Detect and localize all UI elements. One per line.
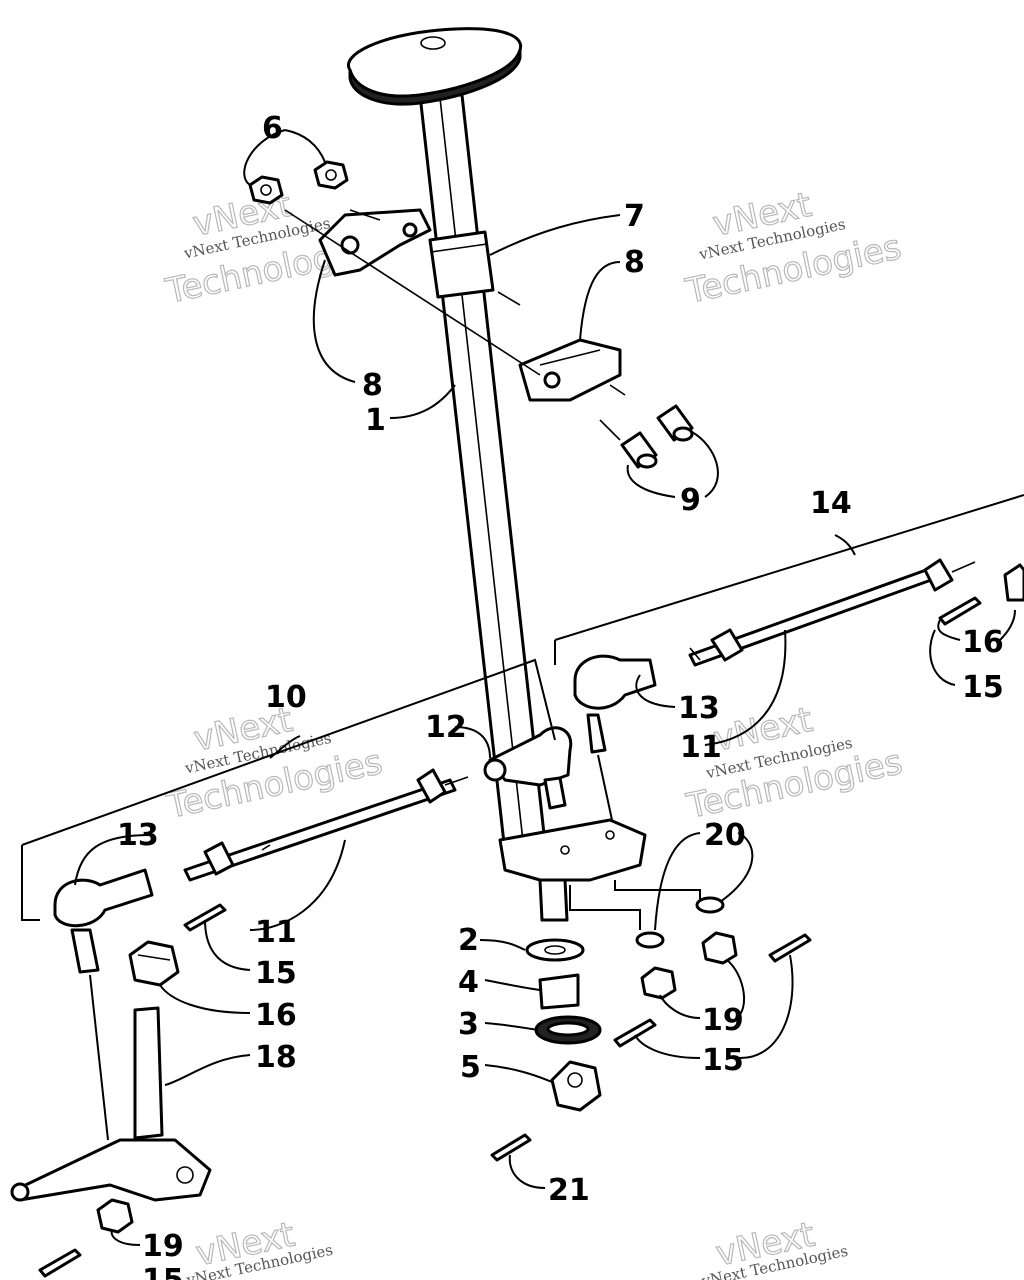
callout-15-bottom: 15 (142, 1263, 184, 1280)
cotter-pin-15b (938, 596, 982, 626)
callout-19-center: 19 (702, 1003, 744, 1038)
spacer-9a (656, 404, 694, 442)
callout-15-center: 15 (702, 1043, 744, 1078)
right-tie-rod (573, 558, 976, 754)
callout-19-left: 19 (142, 1229, 184, 1264)
cotter-pin-15a (183, 903, 227, 932)
cotter-pin-15d (768, 933, 812, 963)
washer-2 (525, 938, 585, 962)
bushing-4 (538, 973, 580, 1010)
callout-16-right: 16 (962, 625, 1004, 660)
bracket-lines (21, 494, 1024, 1141)
nut-6a (248, 175, 284, 205)
nut-19c (96, 1198, 134, 1234)
callout-3: 3 (458, 1007, 479, 1042)
spindle-18 (10, 1006, 212, 1202)
watermark-bottom-right: vNext vNext Technologies (699, 1214, 849, 1280)
callout-8-right: 8 (624, 245, 645, 280)
cotter-pin-15c (613, 1018, 657, 1048)
callout-14: 14 (810, 486, 852, 521)
upper-clamp (318, 208, 432, 277)
castle-nut-16b (1003, 563, 1024, 602)
watermark-bottom-left: vNext vNext Technologies (184, 1214, 334, 1280)
callout-9: 9 (680, 483, 701, 518)
callout-13-left: 13 (117, 818, 159, 853)
leader-lines (74, 129, 1016, 1246)
callout-15-left: 15 (255, 956, 297, 991)
callout-10: 10 (265, 680, 307, 715)
callout-4: 4 (458, 965, 479, 1000)
lower-clamp (518, 338, 622, 402)
pitman-arm (498, 818, 647, 922)
callout-1: 1 (365, 403, 386, 438)
callout-21: 21 (548, 1173, 590, 1208)
callout-18: 18 (255, 1040, 297, 1075)
left-tie-rod (53, 768, 469, 974)
castle-nut-16a (128, 940, 180, 987)
callout-15-right: 15 (962, 670, 1004, 705)
watermark-top-right: vNext Technologies vNext Technologies (681, 184, 905, 312)
callout-labels: 1 2 3 4 5 6 7 8 8 9 10 11 11 12 13 13 14… (117, 111, 1004, 1280)
callout-7: 7 (624, 199, 645, 234)
callout-12: 12 (425, 710, 467, 745)
callout-16-left: 16 (255, 998, 297, 1033)
washer-20a (635, 931, 665, 949)
callout-5: 5 (460, 1050, 481, 1085)
cotter-pin-15e (38, 1248, 82, 1278)
nut-19b (701, 931, 738, 965)
callout-13-right: 13 (678, 691, 720, 726)
tie-rod-end-12 (483, 726, 573, 810)
locknut-5 (550, 1060, 602, 1112)
callout-11-right: 11 (680, 730, 722, 765)
nut-19a (640, 966, 677, 1000)
callout-11-left: 11 (255, 915, 297, 950)
washer-20b (695, 896, 725, 914)
seal-3 (534, 1015, 602, 1045)
callout-2: 2 (458, 923, 479, 958)
spacer-9b (620, 431, 658, 469)
cotter-pin-21 (490, 1133, 532, 1162)
assembly-lines (284, 209, 626, 441)
callout-6: 6 (262, 111, 283, 146)
nut-6b (313, 160, 349, 190)
callout-20: 20 (704, 818, 746, 853)
callout-8-left: 8 (362, 368, 383, 403)
